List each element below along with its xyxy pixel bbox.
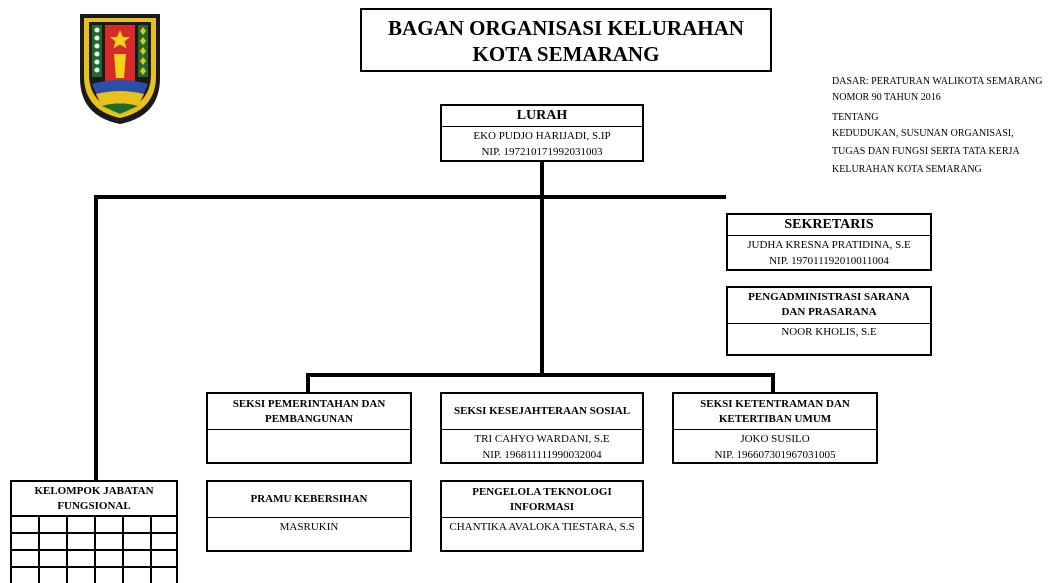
pengadministrasi-header: PENGADMINISTRASI SARANA DAN PRASARANA xyxy=(728,288,930,324)
seksi-kesejahteraan-title: SEKSI KESEJAHTERAAN SOSIAL xyxy=(442,394,642,430)
pengelola-ti-title-line2: INFORMASI xyxy=(509,501,575,513)
connector-seksi-pemerintahan xyxy=(306,373,310,394)
fungsional-title-line1: KELOMPOK JABATAN xyxy=(34,485,154,497)
grid-line xyxy=(10,566,178,568)
legal-basis-line6: KELURAHAN KOTA SEMARANG xyxy=(832,164,982,175)
pengadministrasi-box: PENGADMINISTRASI SARANA DAN PRASARANA NO… xyxy=(726,286,932,356)
connector-lurah-down xyxy=(540,161,544,197)
fungsional-grid xyxy=(10,515,178,583)
pramu-kebersihan-name: MASRUKIN xyxy=(279,521,339,533)
lurah-nip: NIP. 197210171992031003 xyxy=(481,146,603,158)
grid-line xyxy=(10,532,178,534)
sekretaris-box: SEKRETARIS JUDHA KRESNA PRATIDINA, S.E N… xyxy=(726,213,932,271)
pengelola-ti-box: PENGELOLA TEKNOLOGI INFORMASI CHANTIKA A… xyxy=(440,480,644,552)
pengadministrasi-title-line1: PENGADMINISTRASI SARANA xyxy=(748,291,910,303)
legal-basis-line4: KEDUDUKAN, SUSUNAN ORGANISASI, xyxy=(832,128,1014,139)
connector-seksi-ketentraman xyxy=(771,373,775,394)
seksi-kesejahteraan-nip: NIP. 196811111990032004 xyxy=(482,449,602,461)
sekretaris-name: JUDHA KRESNA PRATIDINA, S.E xyxy=(747,239,911,251)
pramu-kebersihan-title: PRAMU KEBERSIHAN xyxy=(208,482,410,518)
seksi-ketentraman-title-line2: KETERTIBAN UMUM xyxy=(718,413,832,425)
seksi-pemerintahan-header: SEKSI PEMERINTAHAN DAN PEMBANGUNAN xyxy=(208,394,410,430)
pengadministrasi-title-line2: DAN PRASARANA xyxy=(781,306,877,318)
city-logo-icon xyxy=(78,12,162,126)
lurah-title: LURAH xyxy=(442,106,642,127)
seksi-ketentraman-title-line1: SEKSI KETENTRAMAN DAN xyxy=(700,398,850,410)
grid-line xyxy=(10,549,178,551)
legal-basis-line3: TENTANG xyxy=(832,112,879,123)
chart-title-line1: BAGAN ORGANISASI KELURAHAN xyxy=(388,16,744,40)
pengelola-ti-header: PENGELOLA TEKNOLOGI INFORMASI xyxy=(442,482,642,518)
connector-seksi-horizontal xyxy=(306,373,774,377)
chart-title-line2: KOTA SEMARANG xyxy=(472,42,660,66)
pramu-kebersihan-box: PRAMU KEBERSIHAN MASRUKIN xyxy=(206,480,412,552)
connector-top-horizontal xyxy=(94,195,726,199)
seksi-ketentraman-name: JOKO SUSILO xyxy=(740,433,810,445)
fungsional-title-line2: FUNGSIONAL xyxy=(57,500,131,512)
seksi-ketentraman-header: SEKSI KETENTRAMAN DAN KETERTIBAN UMUM xyxy=(674,394,876,430)
connector-main-vertical xyxy=(540,195,544,375)
legal-basis-line5: TUGAS DAN FUNGSI SERTA TATA KERJA xyxy=(832,146,1020,157)
sekretaris-title: SEKRETARIS xyxy=(728,215,930,236)
sekretaris-nip: NIP. 197011192010011004 xyxy=(769,255,889,267)
pengelola-ti-name: CHANTIKA AVALOKA TIESTARA, S.S xyxy=(449,521,635,533)
seksi-pemerintahan-box: SEKSI PEMERINTAHAN DAN PEMBANGUNAN xyxy=(206,392,412,464)
pengelola-ti-title-line1: PENGELOLA TEKNOLOGI xyxy=(472,486,612,498)
lurah-name: EKO PUDJO HARIJADI, S.IP xyxy=(473,130,611,142)
pengadministrasi-name: NOOR KHOLIS, S.E xyxy=(781,326,877,338)
fungsional-header-box: KELOMPOK JABATAN FUNGSIONAL xyxy=(10,480,178,517)
seksi-ketentraman-nip: NIP. 196607301967031005 xyxy=(714,449,836,461)
lurah-box: LURAH EKO PUDJO HARIJADI, S.IP NIP. 1972… xyxy=(440,104,644,162)
seksi-pemerintahan-title-line1: SEKSI PEMERINTAHAN DAN xyxy=(232,398,386,410)
seksi-ketentraman-box: SEKSI KETENTRAMAN DAN KETERTIBAN UMUM JO… xyxy=(672,392,878,464)
chart-title-box: BAGAN ORGANISASI KELURAHAN KOTA SEMARANG xyxy=(360,8,772,72)
seksi-kesejahteraan-box: SEKSI KESEJAHTERAAN SOSIAL TRI CAHYO WAR… xyxy=(440,392,644,464)
seksi-kesejahteraan-name: TRI CAHYO WARDANI, S.E xyxy=(474,433,610,445)
legal-basis-line1: DASAR: PERATURAN WALIKOTA SEMARANG xyxy=(832,76,1043,87)
legal-basis-line2: NOMOR 90 TAHUN 2016 xyxy=(832,92,941,103)
seksi-pemerintahan-title-line2: PEMBANGUNAN xyxy=(265,413,353,425)
connector-left-vertical xyxy=(94,195,98,482)
